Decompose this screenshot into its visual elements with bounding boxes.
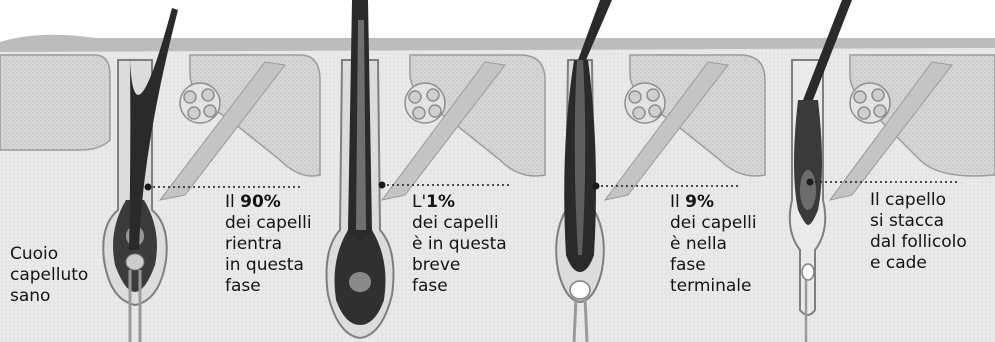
label-headline: Il 90%	[225, 192, 312, 213]
label-line: dei capelli	[225, 213, 312, 234]
label-line: dal follicolo	[870, 232, 967, 253]
label-catagen: L'1% dei capelli è in questa breve fase	[412, 192, 507, 297]
label-headline: L'1%	[412, 192, 507, 213]
label-line: è in questa	[412, 234, 507, 255]
label-line: Cuoio	[10, 244, 88, 265]
label-line: fase	[670, 255, 757, 276]
percentage-value: 1%	[426, 192, 455, 212]
label-line: fase	[412, 276, 507, 297]
label-shedding: Il capello si stacca dal follicolo e cad…	[870, 190, 967, 274]
percentage-value: 90%	[240, 192, 281, 212]
label-line: e cade	[870, 253, 967, 274]
label-line: fase	[225, 276, 312, 297]
label-line: dei capelli	[412, 213, 507, 234]
label-line: dei capelli	[670, 213, 757, 234]
label-line: breve	[412, 255, 507, 276]
label-line: Il capello	[870, 190, 967, 211]
label-headline: Il 9%	[670, 192, 757, 213]
label-telogen: Il 9% dei capelli è nella fase terminale	[670, 192, 757, 297]
label-line: è nella	[670, 234, 757, 255]
label-line: in questa	[225, 255, 312, 276]
label-line: si stacca	[870, 211, 967, 232]
label-line: sano	[10, 286, 88, 307]
label-line: rientra	[225, 234, 312, 255]
label-anagen: Il 90% dei capelli rientra in questa fas…	[225, 192, 312, 297]
label-healthy-scalp: Cuoio capelluto sano	[10, 244, 88, 307]
label-line: terminale	[670, 276, 757, 297]
label-line: capelluto	[10, 265, 88, 286]
percentage-value: 9%	[685, 192, 714, 212]
